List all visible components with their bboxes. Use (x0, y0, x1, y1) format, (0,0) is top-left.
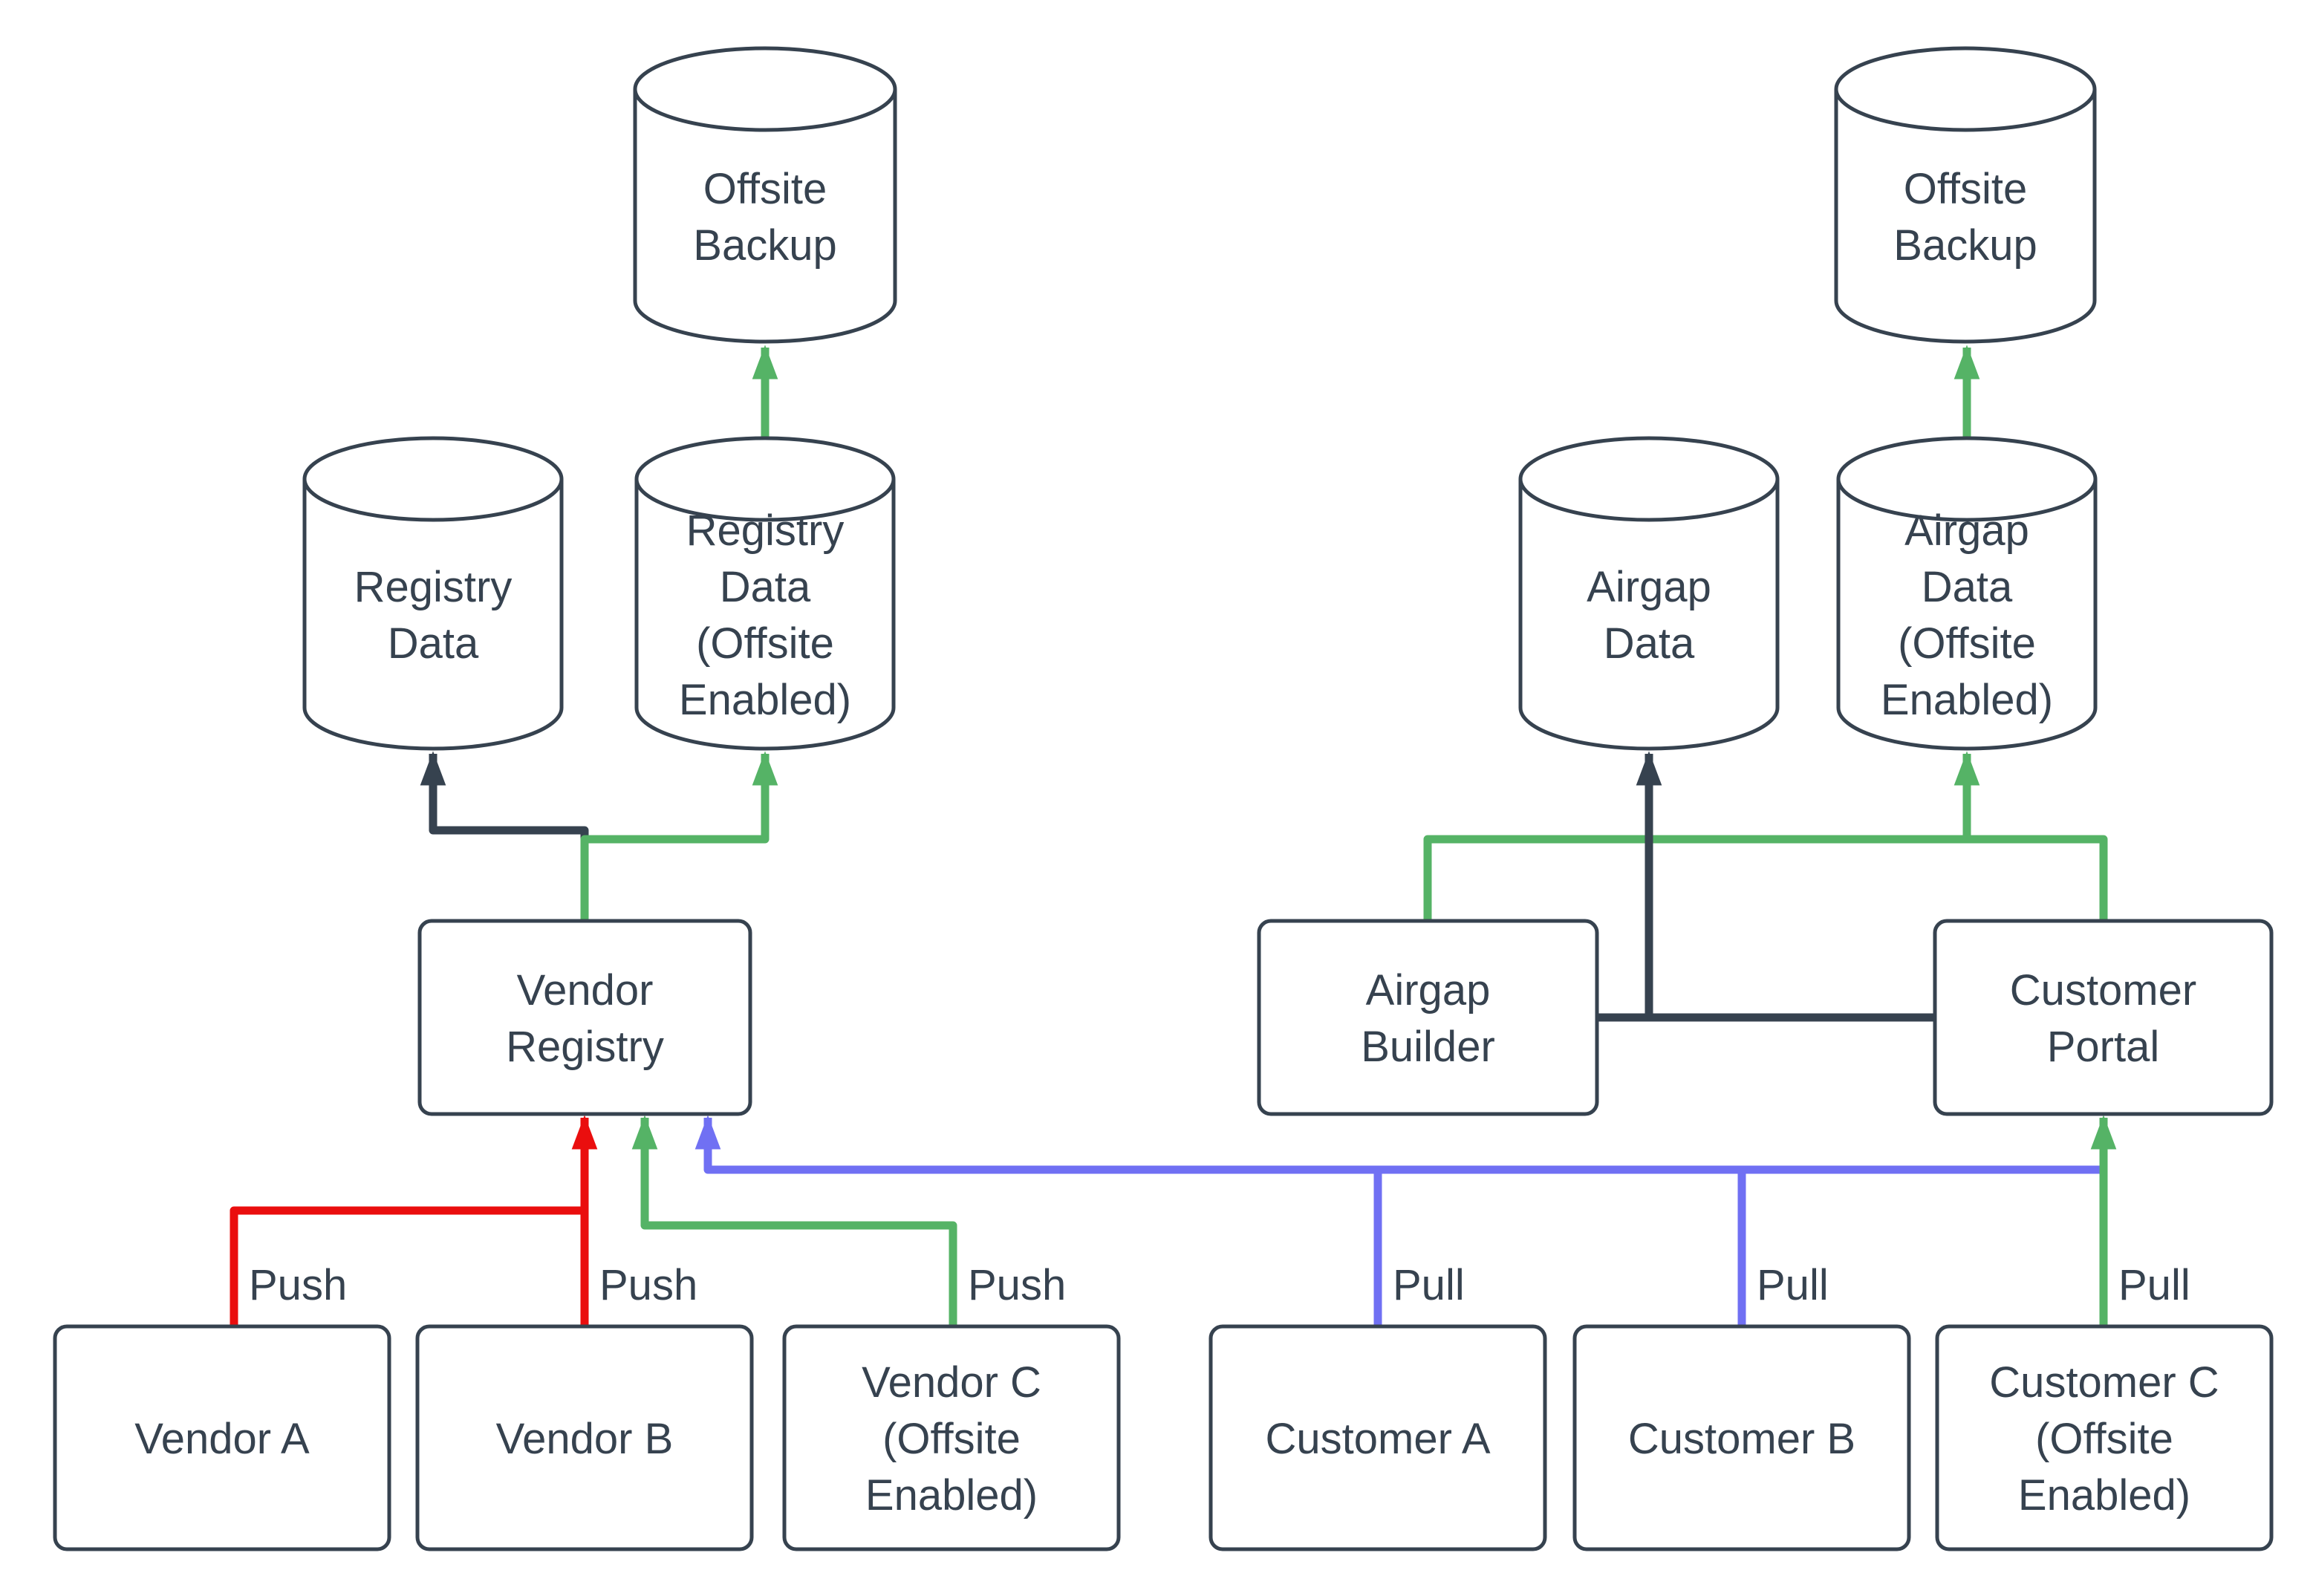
label-pull-customer-c: Pull (2118, 1261, 2190, 1309)
edge-registry-to-registry-data (420, 751, 589, 921)
offsite-backup-right-body (1834, 46, 2097, 344)
customer-b-label: Customer B (1628, 1415, 1855, 1463)
label-push-vendor-b: Push (599, 1261, 697, 1309)
vendor-b-label: Vendor B (496, 1415, 674, 1463)
customer-a: Customer A (1208, 1324, 1547, 1551)
airgap-builder-rect (1257, 919, 1599, 1116)
airgap-data-offsite-top-ellipse (1836, 478, 2098, 522)
customer-c-rect (1935, 1324, 2274, 1551)
edge-vendor-c-push (631, 1115, 957, 1326)
vendor-c-rect (782, 1324, 1121, 1551)
edge-registry-to-registry-data-offsite (580, 751, 778, 921)
offsite-backup-left-body (633, 46, 897, 344)
vendor-b-rect (415, 1324, 754, 1551)
label-pull-customer-a: Pull (1393, 1261, 1465, 1309)
customer-portal-rect (1933, 919, 2274, 1116)
offsite-backup-left-top-ellipse (633, 88, 897, 132)
customer-a-label: Customer A (1266, 1415, 1491, 1463)
customer-b: Customer B (1572, 1324, 1911, 1551)
registry-data-offsite-top-ellipse (634, 478, 896, 522)
label-push-vendor-a: Push (249, 1261, 347, 1309)
offsite-backup-right-top-ellipse (1834, 88, 2097, 132)
customer-a-rect (1208, 1324, 1547, 1551)
vendor-a-label: Vendor A (134, 1415, 310, 1463)
airgap-data-top-ellipse (1518, 478, 1780, 522)
registry-data-top-ellipse (302, 478, 564, 522)
edge-vendor-a-push (230, 1206, 585, 1326)
vendor-registry-rect (417, 919, 752, 1116)
edge-green-builder-portal-rail (1423, 835, 2108, 921)
label-pull-customer-b: Pull (1757, 1261, 1829, 1309)
edge-blue-pull-rail (694, 1115, 2108, 1174)
vendor-a-rect (53, 1324, 391, 1551)
customer-b-rect (1572, 1324, 1911, 1551)
label-push-vendor-c: Push (968, 1261, 1066, 1309)
vendor-b: Vendor B (415, 1324, 754, 1551)
vendor-a: Vendor A (53, 1324, 391, 1551)
